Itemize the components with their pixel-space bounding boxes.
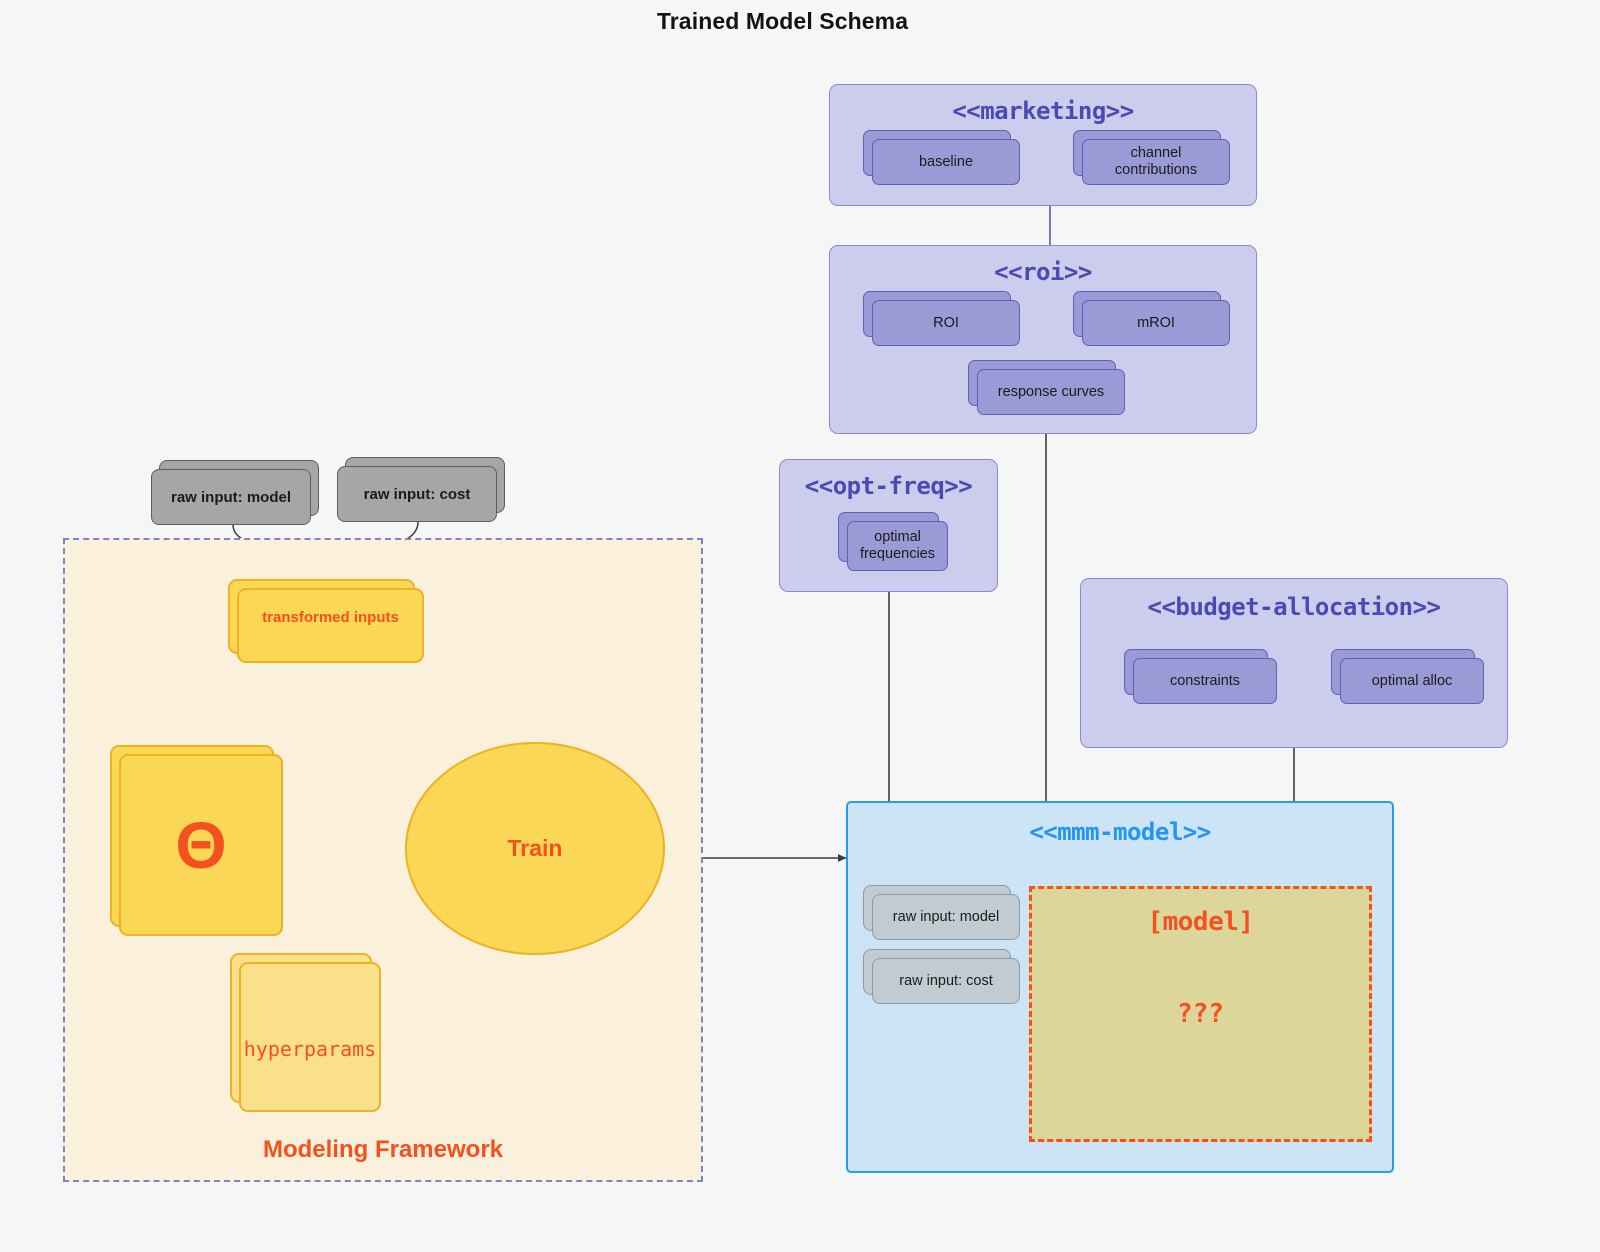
package-opt-freq[interactable]: <<opt-freq>> optimal frequencies <box>779 459 998 592</box>
optimal-frequencies-line2: frequencies <box>860 546 935 562</box>
node-hyperparams-label: hyperparams <box>243 1037 377 1061</box>
node-train[interactable]: Train <box>405 742 665 955</box>
node-mmm-raw-input-cost[interactable]: raw input: cost <box>863 949 1020 1004</box>
page-title: Trained Model Schema <box>656 8 909 34</box>
package-budget-allocation-title: <<budget-allocation>> <box>1147 593 1441 621</box>
node-mmm-raw-input-model-label: raw input: model <box>872 894 1020 940</box>
package-marketing[interactable]: <<marketing>> baseline channel contribut… <box>829 84 1257 206</box>
package-mmm-model[interactable]: <<mmm-model>> raw input: model raw input… <box>846 801 1394 1173</box>
modeling-framework-label: Modeling Framework <box>262 1136 504 1163</box>
node-roi-label: ROI <box>872 300 1020 346</box>
node-mmm-raw-input-model[interactable]: raw input: model <box>863 885 1020 940</box>
node-optimal-frequencies-label: optimal frequencies <box>847 521 948 571</box>
node-channel-contributions[interactable]: channel contributions <box>1073 130 1230 185</box>
node-mroi[interactable]: mROI <box>1073 291 1230 346</box>
node-optimal-frequencies[interactable]: optimal frequencies <box>838 512 948 571</box>
node-constraints[interactable]: constraints <box>1124 649 1277 704</box>
node-raw-input-cost[interactable]: raw input: cost <box>337 457 505 522</box>
node-optimal-alloc[interactable]: optimal alloc <box>1331 649 1484 704</box>
node-constraints-label: constraints <box>1133 658 1277 704</box>
optimal-frequencies-line1: optimal <box>874 529 921 546</box>
node-transformed-inputs-label: transformed inputs <box>262 609 399 626</box>
node-optimal-alloc-label: optimal alloc <box>1340 658 1484 704</box>
node-raw-input-model-label: raw input: model <box>151 469 311 525</box>
node-response-curves[interactable]: response curves <box>968 360 1125 415</box>
package-marketing-title: <<marketing>> <box>952 97 1134 125</box>
package-roi[interactable]: <<roi>> ROI mROI response curves <box>829 245 1257 434</box>
node-response-curves-label: response curves <box>977 369 1125 415</box>
node-roi[interactable]: ROI <box>863 291 1020 346</box>
package-opt-freq-title: <<opt-freq>> <box>804 472 973 500</box>
package-roi-title: <<roi>> <box>994 258 1092 286</box>
node-hyperparams[interactable]: hyperparams <box>230 953 381 1112</box>
node-mmm-raw-input-cost-label: raw input: cost <box>872 958 1020 1004</box>
node-train-label: Train <box>507 835 563 861</box>
node-channel-contributions-label: channel contributions <box>1082 139 1230 185</box>
node-theta[interactable]: Θ <box>110 745 283 936</box>
package-mmm-model-title: <<mmm-model>> <box>1029 818 1211 846</box>
theta-symbol: Θ <box>175 808 227 882</box>
node-raw-input-model[interactable]: raw input: model <box>151 460 319 525</box>
model-unknown-marker: ??? <box>1177 999 1224 1029</box>
node-baseline-label: baseline <box>872 139 1020 185</box>
node-transformed-inputs[interactable]: transformed inputs <box>228 579 424 663</box>
package-budget-allocation[interactable]: <<budget-allocation>> constraints optima… <box>1080 578 1508 748</box>
node-baseline[interactable]: baseline <box>863 130 1020 185</box>
model-placeholder-label: [model] <box>1147 907 1254 937</box>
model-placeholder-box[interactable]: [model] ??? <box>1029 886 1372 1142</box>
node-raw-input-cost-label: raw input: cost <box>337 466 497 522</box>
node-mroi-label: mROI <box>1082 300 1230 346</box>
